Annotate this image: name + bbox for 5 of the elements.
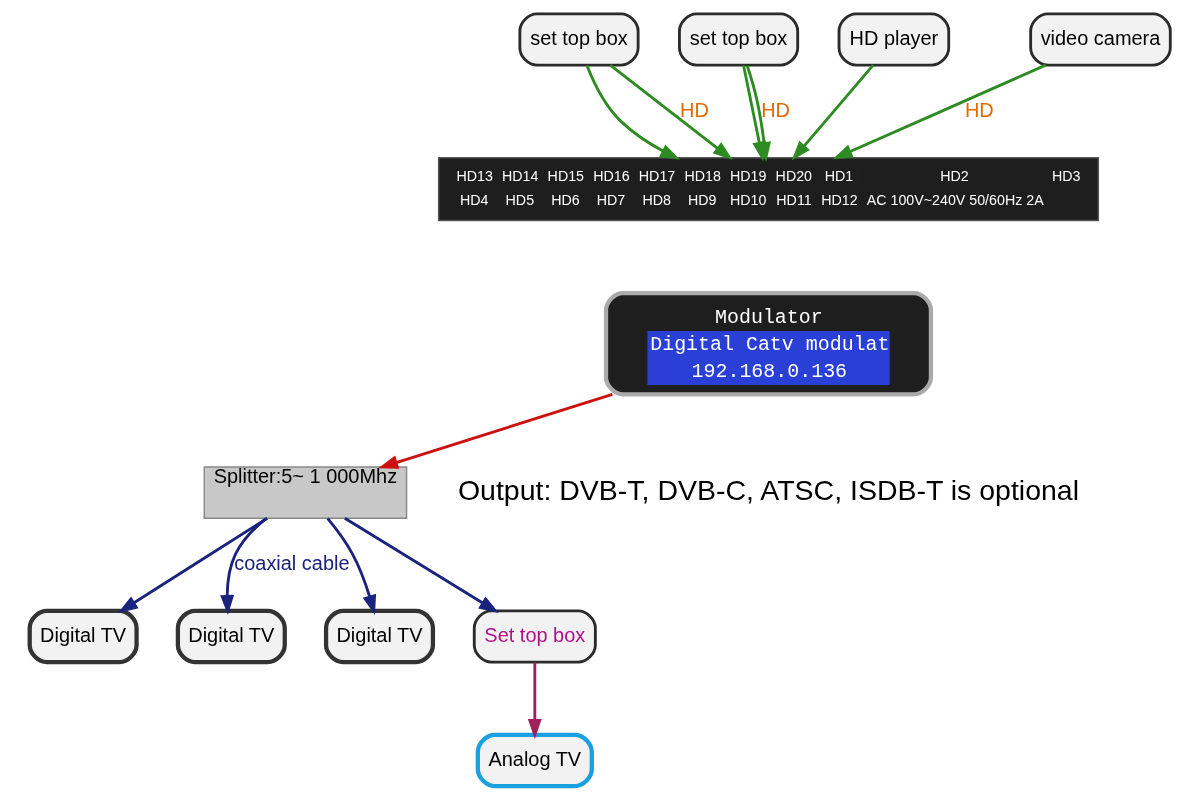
edge-label: HD [680,98,709,121]
edge-label: HD [964,98,994,121]
label: Output: DVB-T, DVB-C, ATSC, ISDB-T is optional [457,473,1080,506]
edge-label: HD [761,98,791,121]
edge-label: coaxial cable [234,551,350,574]
